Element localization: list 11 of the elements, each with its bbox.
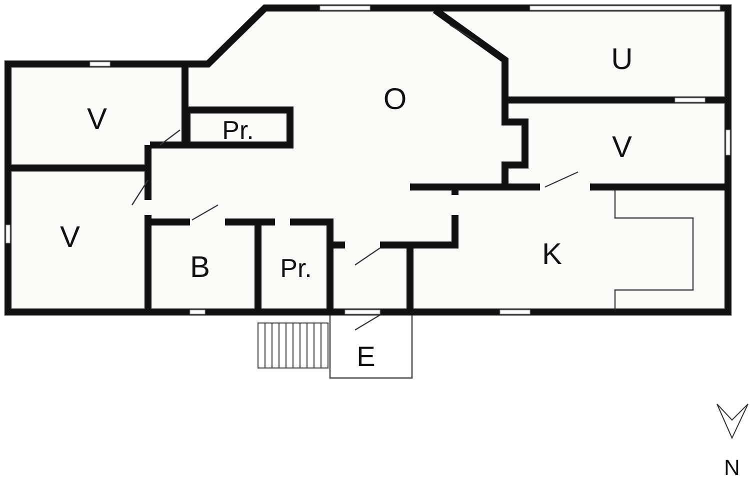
room-label: V xyxy=(60,223,80,253)
room-label: K xyxy=(542,240,562,270)
room-label: V xyxy=(612,133,632,163)
room-label: O xyxy=(383,85,407,115)
room-label: U xyxy=(611,45,633,75)
room-label: E xyxy=(356,343,376,371)
room-label: Pr. xyxy=(222,117,254,143)
room-label: V xyxy=(87,105,107,135)
compass-label: N xyxy=(724,457,740,479)
room-label: Pr. xyxy=(280,255,312,281)
room-label: B xyxy=(190,253,210,283)
